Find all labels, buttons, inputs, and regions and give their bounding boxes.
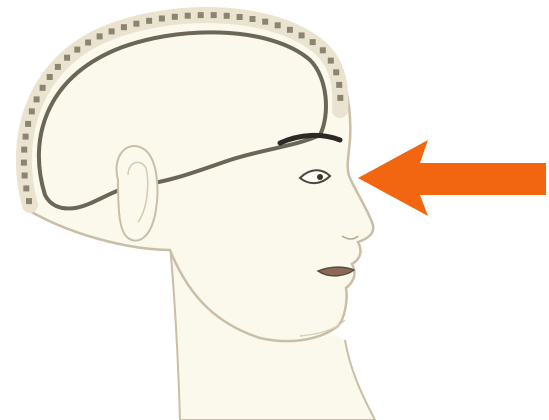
electrode (337, 95, 343, 101)
electrode (47, 74, 53, 80)
electrode (224, 13, 230, 19)
arrow-shape (358, 140, 546, 216)
electrode (320, 47, 326, 53)
electrode (333, 69, 339, 75)
electrode (34, 96, 40, 102)
electrode (336, 82, 342, 88)
electrode (22, 173, 28, 179)
electrode (275, 22, 281, 28)
electrode (64, 55, 70, 61)
electrode (185, 13, 191, 19)
electrode (133, 21, 139, 27)
electrode (262, 19, 268, 25)
electrode (21, 147, 27, 153)
electrode (198, 12, 204, 18)
electrode (121, 24, 127, 30)
electrode (25, 121, 31, 127)
pointer-arrow (358, 140, 546, 216)
electrode (211, 12, 217, 18)
electrode (40, 85, 46, 91)
electrode (172, 14, 178, 20)
electrode (310, 39, 316, 45)
electrode (26, 198, 32, 204)
electrode (109, 28, 115, 34)
electrode (21, 160, 27, 166)
electrode (287, 27, 293, 33)
electrode (29, 108, 35, 114)
electrode (74, 47, 80, 53)
ear (117, 146, 158, 241)
electrode (55, 64, 61, 70)
electrode (97, 33, 103, 39)
electrode (250, 16, 256, 22)
electrode (237, 14, 243, 20)
electrode (23, 185, 29, 191)
electrode (299, 32, 305, 38)
electrode (146, 18, 152, 24)
electrode (23, 134, 29, 140)
eye-pupil (317, 174, 323, 180)
electrode (85, 40, 91, 46)
electrode (159, 16, 165, 22)
electrode (328, 58, 334, 64)
